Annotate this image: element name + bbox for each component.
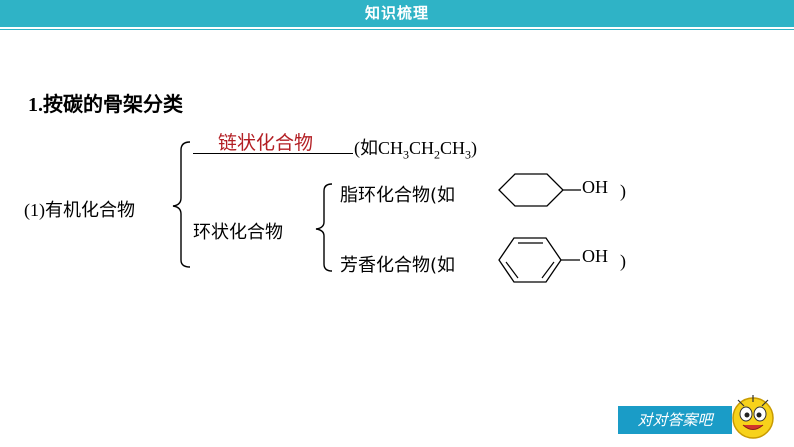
main-bracket xyxy=(172,141,191,268)
header-bar xyxy=(0,0,794,27)
header-divider xyxy=(0,29,794,30)
chain-answer: 链状化合物 xyxy=(218,132,314,154)
aromatic-label: 芳香化合物(如 xyxy=(340,255,456,276)
cyclohexane-ring xyxy=(498,173,564,207)
benzene-double-bond-3 xyxy=(541,261,555,279)
alicyclic-oh: OH xyxy=(582,177,608,197)
smiley-face-icon[interactable] xyxy=(728,392,778,442)
root-label: (1)有机化合物 xyxy=(24,200,135,220)
cyclic-bracket xyxy=(315,183,333,272)
chain-example: (如CH3CH2CH3) xyxy=(354,138,478,162)
check-answers-label[interactable]: 对对答案吧 xyxy=(637,411,713,429)
check-answers-button[interactable] xyxy=(618,406,732,434)
aromatic-close-paren: ) xyxy=(620,251,626,271)
cyclic-label: 环状化合物 xyxy=(193,222,283,243)
alicyclic-close-paren: ) xyxy=(620,181,626,201)
heading-text: 按碳的骨架分类 xyxy=(43,92,183,116)
alicyclic-label: 脂环化合物(如 xyxy=(340,185,456,206)
aromatic-oh: OH xyxy=(582,246,608,266)
heading-number: 1. xyxy=(28,94,43,116)
section-heading: 1.按碳的骨架分类 xyxy=(28,88,183,117)
header-title: 知识梳理 xyxy=(364,4,429,22)
answer-blank-line xyxy=(193,153,353,154)
benzene-ring xyxy=(498,237,562,283)
benzene-double-bond-2 xyxy=(505,261,519,279)
